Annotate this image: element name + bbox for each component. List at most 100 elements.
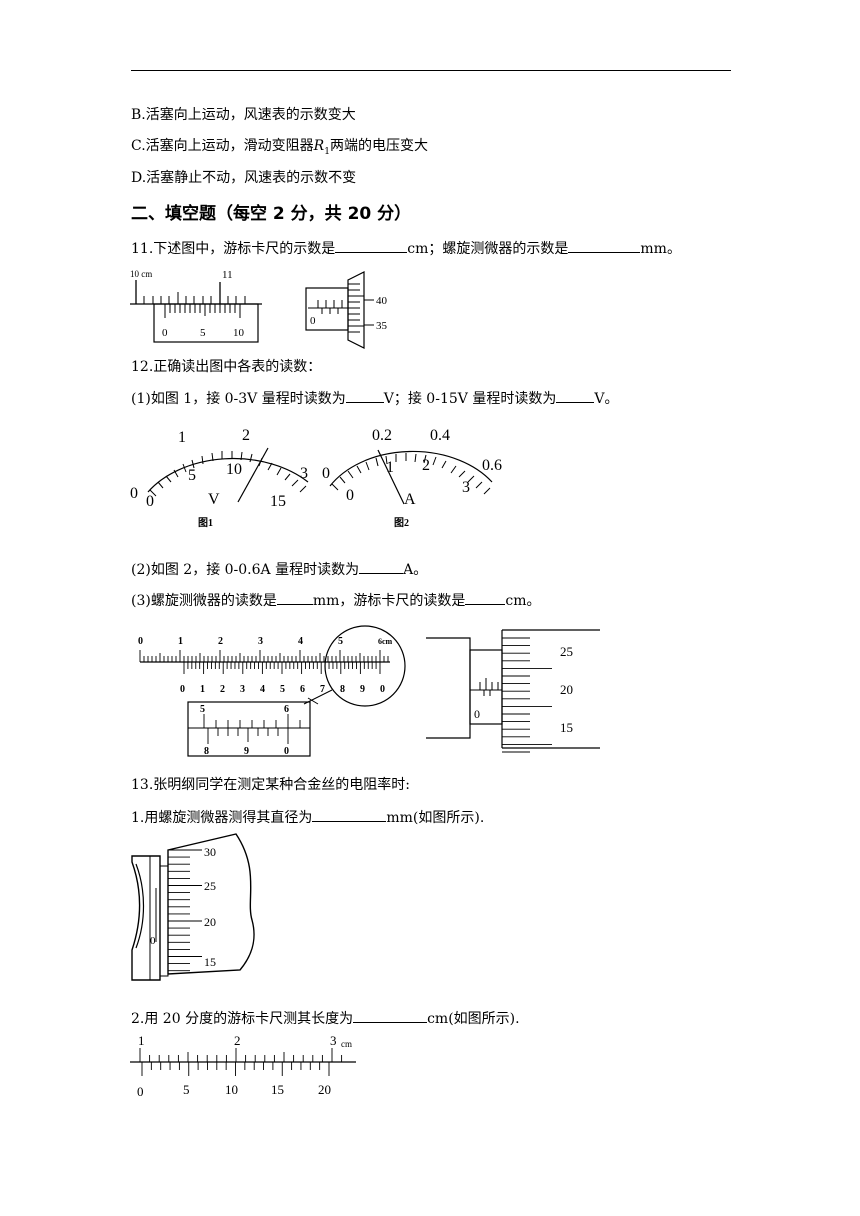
q11-prompt: 11.下述图中，游标卡尺的示数是 xyxy=(131,241,336,257)
q13-part1: 1.用螺旋测微器测得其直径为 mm(如图所示). xyxy=(131,807,484,827)
q12-fig1-voltmeter: 0 1 2 3 0 5 10 15 V 图1 xyxy=(130,427,309,529)
q11-text: 11.下述图中，游标卡尺的示数是 cm；螺旋测微器的示数是 mm。 xyxy=(131,238,681,258)
fig1-caption: 图1 xyxy=(198,517,213,529)
q12-blank-1[interactable] xyxy=(345,388,384,403)
q11-sleeve-0: 0 xyxy=(310,315,316,327)
q13-vern-20: 20 xyxy=(318,1082,331,1097)
q12-thimble-20: 20 xyxy=(560,682,573,697)
q13-blank-1[interactable] xyxy=(312,807,387,822)
q12-p1-mid: V；接 0-15V 量程时读数为 xyxy=(383,391,557,407)
fig2-bottom-2: 2 xyxy=(422,457,430,474)
option-b: B.活塞向上运动，风速表的示数变大 xyxy=(131,107,356,123)
q12-zoom-top-6: 6 xyxy=(284,704,289,715)
q11-caliper-figure: 10 cm 11 0 5 10 xyxy=(130,269,262,343)
option-c-post: 两端的电压变大 xyxy=(329,138,428,154)
q13-thimble-20: 20 xyxy=(204,915,216,929)
q12-main-4: 4 xyxy=(298,636,303,647)
q13-main-unit: cm xyxy=(341,1039,352,1049)
option-c: C.活塞向上运动，滑动变阻器R1两端的电压变大 xyxy=(131,137,428,161)
fig2-top-0.6: 0.6 xyxy=(482,457,502,474)
q12-blank-3[interactable] xyxy=(359,559,404,574)
q13-caliper-figure: 1 2 3 cm 0 5 10 15 20 xyxy=(130,1033,356,1099)
q11-unit-b: mm。 xyxy=(640,241,681,257)
q12-main-0: 0 xyxy=(138,636,143,647)
q12-fig2-ammeter: 0 0.2 0.4 0.6 0 1 2 3 A 图2 xyxy=(322,427,502,529)
q11-vernier-5: 5 xyxy=(200,327,206,339)
q11-thimble-35: 35 xyxy=(376,320,388,332)
q13-vern-0: 0 xyxy=(137,1084,144,1099)
q13-p2-end: cm(如图所示). xyxy=(427,1011,520,1027)
q12-thimble-15: 15 xyxy=(560,720,573,735)
q12-zoom-bottom-8: 8 xyxy=(204,746,209,757)
q12-blank-5[interactable] xyxy=(465,590,506,605)
q13-main-3: 3 xyxy=(330,1033,337,1048)
q12-main-6cm: 6cm xyxy=(378,637,393,646)
option-c-var: R xyxy=(313,138,325,154)
q13-thimble-25: 25 xyxy=(204,879,216,893)
q13-thimble-15: 15 xyxy=(204,955,216,969)
q11-blank-2[interactable] xyxy=(568,238,641,253)
fig1-top-3: 3 xyxy=(300,465,308,482)
q11-unit-a: cm；螺旋测微器的示数是 xyxy=(407,241,569,257)
fig2-caption: 图2 xyxy=(394,517,409,529)
q12-vern-1: 1 xyxy=(200,684,205,695)
q12-vern-6: 6 xyxy=(300,684,305,695)
q12-zoom-top-5: 5 xyxy=(200,704,205,715)
q13-main-2: 2 xyxy=(234,1033,241,1048)
q12-vern-4: 4 xyxy=(260,684,265,695)
q13-vern-10: 10 xyxy=(225,1082,238,1097)
q12-blank-2[interactable] xyxy=(556,388,595,403)
q13-micrometer-figure: 0 30 25 20 15 xyxy=(131,833,255,981)
q11-vernier-0: 0 xyxy=(162,327,168,339)
q12-p2-end: A。 xyxy=(403,562,428,578)
fig2-bottom-1: 1 xyxy=(386,459,394,476)
q12-title: 12.正确读出图中各表的读数： xyxy=(131,359,322,375)
option-c-text: C.活塞向上运动，滑动变阻器 xyxy=(131,138,314,154)
fig1-top-0: 0 xyxy=(130,485,138,502)
section-title: 二、填空题（每空 2 分，共 20 分） xyxy=(131,204,412,224)
fig1-bottom-5: 5 xyxy=(188,467,196,484)
q13-vern-15: 15 xyxy=(271,1082,284,1097)
q12-vern-0: 0 xyxy=(180,684,185,695)
fig1-bottom-10: 10 xyxy=(226,461,242,478)
q12-p1-prompt: (1)如图 1，接 0-3V 量程时读数为 xyxy=(131,391,346,407)
fig1-bottom-15: 15 xyxy=(270,493,286,510)
q11-micrometer-figure: 0 40 35 xyxy=(305,271,388,349)
q12-blank-4[interactable] xyxy=(276,590,313,605)
q12-p3-end: cm。 xyxy=(505,593,541,609)
q12-zoom-bottom-0: 0 xyxy=(284,746,289,757)
fig2-bottom-3: 3 xyxy=(462,479,470,496)
q12-vern-3: 3 xyxy=(240,684,245,695)
q12-zoom-bottom-9: 9 xyxy=(244,746,249,757)
q13-vern-5: 5 xyxy=(183,1082,190,1097)
q12-main-5: 5 xyxy=(338,636,343,647)
q11-thimble-40: 40 xyxy=(376,295,388,307)
q13-thimble-30: 30 xyxy=(204,845,216,859)
q11-caliper-label-left: 10 cm xyxy=(130,269,152,279)
fig2-top-0.4: 0.4 xyxy=(430,427,450,444)
q12-sleeve-0: 0 xyxy=(474,707,480,721)
q11-caliper-label-right: 11 xyxy=(222,269,233,281)
fig2-unit: A xyxy=(404,491,416,508)
q12-micrometer-figure: 0 25 20 15 xyxy=(426,629,600,753)
q13-p1-prompt: 1.用螺旋测微器测得其直径为 xyxy=(131,810,313,826)
fig2-top-0.2: 0.2 xyxy=(372,427,392,444)
q13-blank-2[interactable] xyxy=(353,1008,428,1023)
q13-sleeve-0: 0 xyxy=(150,935,156,947)
option-c-sub: 1 xyxy=(324,146,330,157)
q11-blank-1[interactable] xyxy=(335,238,408,253)
q11-vernier-10: 10 xyxy=(233,327,245,339)
fig2-top-0: 0 xyxy=(322,465,330,482)
q12-caliper-figure: 0 1 2 3 4 5 6cm 0 1 2 3 4 5 6 7 8 9 0 5 … xyxy=(138,625,406,757)
option-d: D.活塞静止不动，风速表的示数不变 xyxy=(131,170,357,186)
q12-p3-prompt: (3)螺旋测微器的读数是 xyxy=(131,593,277,609)
q12-thimble-25: 25 xyxy=(560,644,573,659)
fig1-unit: V xyxy=(208,491,220,508)
q13-title: 13.张明纲同学在测定某种合金丝的电阻率时: xyxy=(131,777,410,793)
q12-main-2: 2 xyxy=(218,636,223,647)
q13-p1-end: mm(如图所示). xyxy=(386,810,485,826)
q12-vern-5: 5 xyxy=(280,684,285,695)
